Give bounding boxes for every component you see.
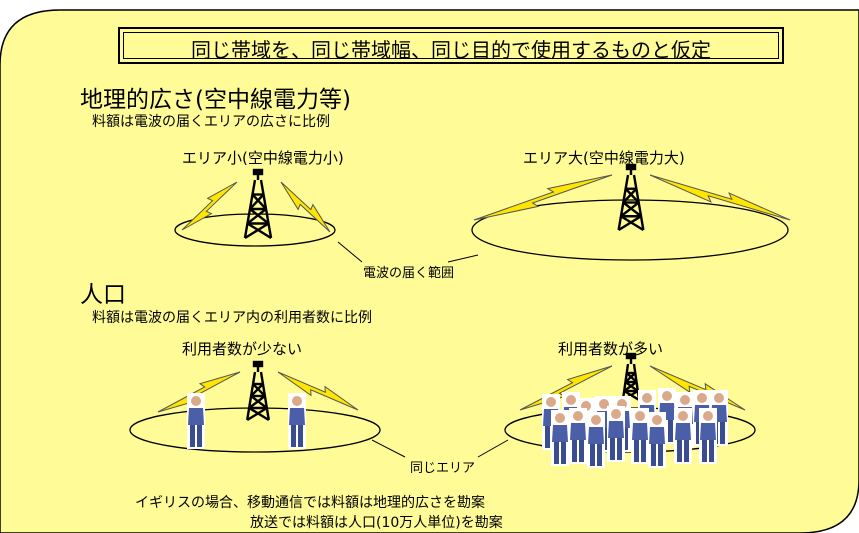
same-area-callout: 同じエリア (410, 461, 476, 476)
person-icon (569, 408, 587, 464)
lightning-bolt-icon (280, 181, 331, 233)
antenna-tower-icon (243, 168, 273, 240)
person-icon (607, 406, 625, 462)
person-icon (288, 393, 306, 449)
population-subheading: 料額は電波の届くエリア内の利用者数に比例 (92, 310, 372, 326)
callout-line-left (371, 439, 406, 458)
coverage-callout: 電波の届く範囲 (363, 266, 455, 281)
callout-line-right (477, 439, 509, 458)
person-icon (648, 412, 666, 468)
lightning-bolt-icon (277, 371, 359, 411)
lightning-bolt-icon (181, 181, 238, 231)
lightning-bolt-icon (649, 174, 791, 221)
population-heading: 人口 (80, 282, 126, 308)
person-icon (587, 412, 605, 468)
antenna-tower-icon (621, 352, 641, 402)
assumption-box: 同じ帯域を、同じ帯域幅、同じ目的で使用するものと仮定 (118, 27, 784, 64)
footer-line-1: イギリスの場合、移動通信では料額は地理的広さを勘案 (135, 495, 485, 511)
large-area-label: エリア大(空中線電力大) (523, 149, 685, 167)
antenna-tower-icon (246, 360, 270, 422)
person-icon (699, 408, 717, 464)
assumption-text: 同じ帯域を、同じ帯域幅、同じ目的で使用するものと仮定 (191, 38, 711, 62)
antenna-tower-icon (617, 163, 645, 232)
person-icon (551, 410, 569, 466)
lightning-bolt-icon (473, 174, 613, 221)
footer-line-2: 放送では料額は人口(10万人単位)を勘案 (250, 515, 503, 531)
person-icon (631, 408, 649, 464)
coverage-ellipse-large (471, 199, 789, 261)
few-users-label: 利用者数が少ない (182, 340, 303, 358)
callout-line-left (337, 241, 363, 263)
callout-line-right (447, 254, 479, 263)
small-area-label: エリア小(空中線電力小) (182, 149, 344, 167)
person-icon (187, 393, 205, 449)
person-icon (674, 408, 692, 464)
geography-subheading: 料額は電波の届くエリアの広さに比例 (92, 114, 330, 130)
many-users-label: 利用者数が多い (558, 340, 664, 358)
geography-heading: 地理的広さ(空中線電力等) (80, 87, 351, 113)
